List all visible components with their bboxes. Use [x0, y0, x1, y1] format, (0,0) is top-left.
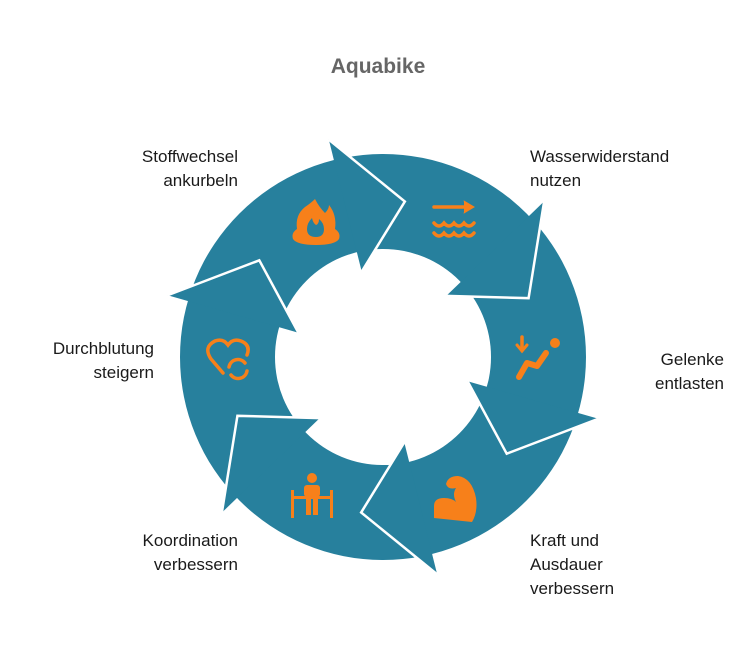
step-label-circulation: Durchblutung steigern [53, 337, 154, 385]
arrow-divider [466, 380, 599, 456]
arrow-head [467, 381, 599, 454]
step-label-water-resistance: Wasserwiderstand nutzen [530, 145, 669, 193]
arrow-head [446, 201, 545, 299]
label-line: ankurbeln [163, 171, 238, 190]
flexed-arm-icon [434, 476, 477, 522]
label-line: steigern [93, 363, 154, 382]
arrow-head [328, 139, 405, 272]
arrow-divider [328, 138, 407, 273]
arrow-head [361, 442, 438, 575]
step-label-strength: Kraft und Ausdauer verbessern [530, 529, 614, 601]
arrow-head [167, 260, 299, 333]
arrow-divider [446, 201, 546, 300]
label-line: entlasten [655, 374, 724, 393]
label-line: Durchblutung [52, 339, 154, 358]
heart-refresh-icon [206, 338, 250, 381]
ring-band [180, 154, 586, 560]
arrow-divider [167, 258, 300, 334]
arrow-divider [359, 441, 438, 576]
person-parallel-bars-icon [291, 473, 333, 518]
arrow-divider [220, 414, 320, 513]
water-resistance-icon [432, 200, 476, 238]
arrow-head [221, 415, 320, 513]
label-line: verbessern [530, 579, 615, 598]
diagram-title: Aquabike [330, 55, 426, 78]
step-label-metabolism: Stoffwechsel ankurbeln [142, 145, 238, 193]
label-line: Kraft und [530, 531, 599, 550]
label-line: Stoffwechsel [141, 147, 238, 166]
label-line: Wasserwiderstand [530, 147, 670, 166]
label-line: nutzen [530, 171, 582, 190]
seated-person-icon [515, 335, 560, 380]
label-line: Koordination [142, 531, 238, 550]
label-line: verbessern [153, 555, 238, 574]
step-label-joints: Gelenke entlasten [655, 348, 724, 396]
label-line: Ausdauer [530, 555, 603, 574]
step-label-coordination: Koordination verbessern [143, 529, 238, 577]
fire-icon [292, 199, 340, 245]
label-line: Gelenke [660, 350, 724, 369]
